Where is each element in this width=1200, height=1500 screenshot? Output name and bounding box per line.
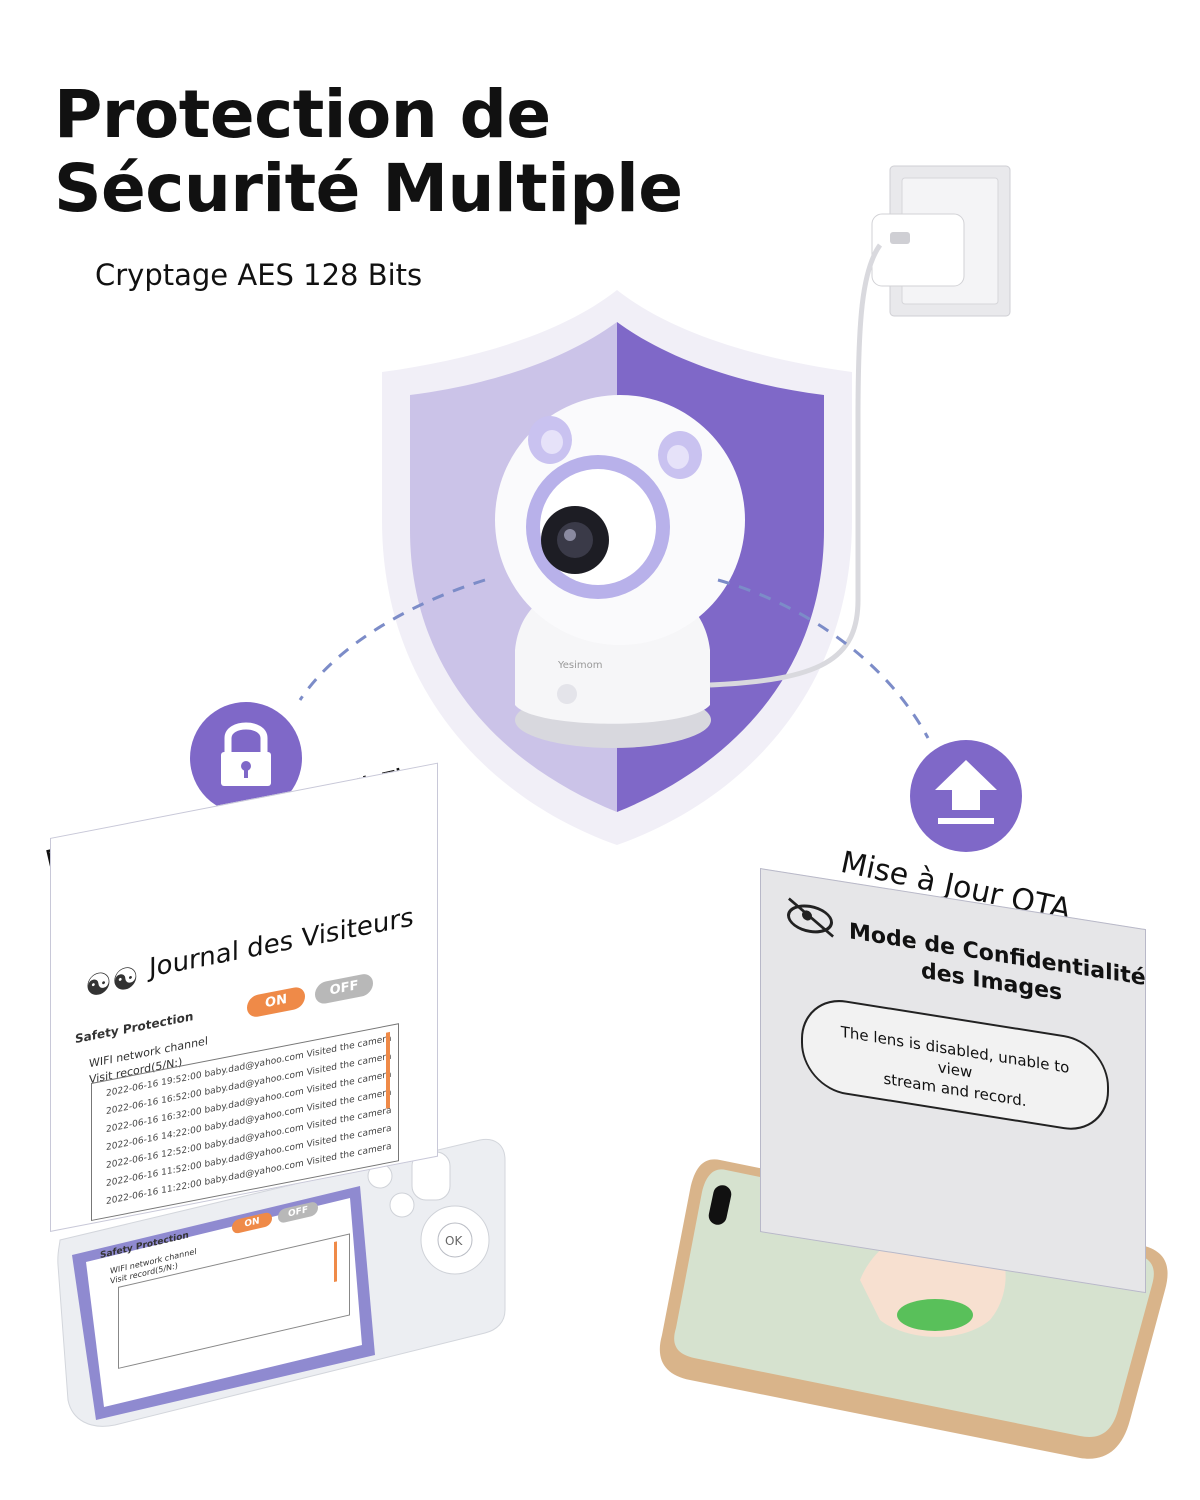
camera-brand: Yesimom [557,660,603,671]
eye-off-icon [787,897,834,938]
title-line-2: Sécurité Multiple [54,150,683,227]
baby-monitor-device: OK [57,1138,506,1427]
privacy-message-box: The lens is disabled, unable to view str… [801,993,1109,1137]
wall-socket-icon [871,165,1011,317]
privacy-message-line-1: The lens is disabled, unable to view [840,1022,1070,1082]
monitor-on-toggle[interactable]: ON [232,1211,272,1235]
visitor-log-heading: Journal des Visiteurs [149,902,414,984]
page-title: Protection de Sécurité Multiple [54,76,683,227]
charging-cable [709,243,883,688]
visitors-icon: ☯☯ [85,959,139,1006]
lock-icon [190,702,302,814]
title-line-1: Protection de [54,76,551,153]
off-toggle[interactable]: OFF [315,972,373,1006]
visitor-log-panel: ☯☯ Journal des Visiteurs Safety Protecti… [50,762,438,1232]
upload-icon [910,740,1022,852]
on-toggle[interactable]: ON [247,985,305,1019]
privacy-mode-panel: Mode de Confidentialité des Images The l… [760,868,1146,1294]
scrollbar[interactable] [386,1031,390,1109]
camera-icon: Yesimom [495,395,745,748]
ok-button-label: OK [445,1234,463,1248]
subtitle: Cryptage AES 128 Bits [95,258,423,292]
monitor-off-toggle[interactable]: OFF [278,1200,318,1224]
